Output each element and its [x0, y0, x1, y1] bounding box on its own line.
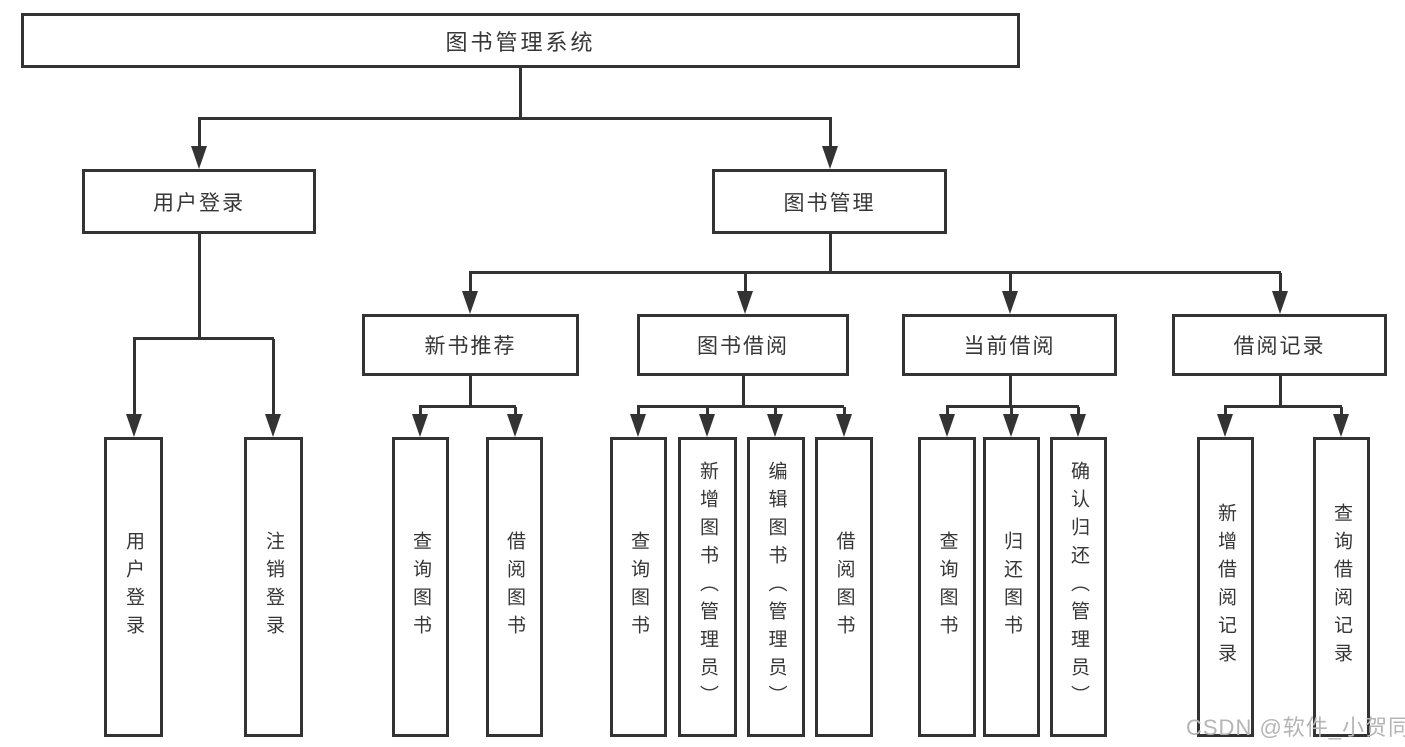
arrow-down-icon	[191, 146, 207, 169]
arrow-down-icon	[737, 291, 753, 314]
node-user-login: 用户登录	[82, 169, 316, 234]
leaf-logout: 注销登录	[244, 437, 303, 737]
connector-line	[637, 407, 640, 416]
connector-line	[744, 273, 747, 293]
arrow-down-icon	[462, 291, 478, 314]
connector-line	[469, 376, 472, 407]
arrow-down-icon	[1070, 414, 1086, 437]
leaf-query-borrow-record: 查询借阅记录	[1313, 437, 1370, 737]
connector-line	[1224, 405, 1342, 408]
arrow-down-icon	[1272, 291, 1288, 314]
connector-line	[419, 405, 516, 408]
arrow-down-icon	[265, 414, 281, 437]
connector-line	[198, 117, 832, 120]
arrow-down-icon	[939, 414, 955, 437]
arrow-down-icon	[1333, 414, 1349, 437]
connector-line	[469, 271, 1281, 274]
leaf-add-book-admin: 新增图书（管理员）	[678, 437, 737, 737]
arrow-down-icon	[126, 414, 142, 437]
node-new-book-recommendation: 新书推荐	[362, 314, 579, 376]
arrow-down-icon	[412, 414, 428, 437]
arrow-down-icon	[507, 414, 523, 437]
arrow-down-icon	[1217, 414, 1233, 437]
connector-line	[198, 234, 201, 340]
connector-line	[829, 234, 832, 274]
connector-line	[133, 339, 136, 415]
connector-line	[706, 407, 709, 416]
connector-line	[637, 405, 844, 408]
arrow-down-icon	[767, 414, 783, 437]
connector-line	[1224, 407, 1227, 416]
connector-line	[514, 407, 517, 416]
connector-line	[843, 407, 846, 416]
arrow-down-icon	[630, 414, 646, 437]
leaf-query-books-borrow: 查询图书	[610, 437, 667, 737]
connector-line	[198, 119, 201, 149]
leaf-borrow-books-recommend: 借阅图书	[486, 437, 543, 737]
node-book-borrowing: 图书借阅	[637, 314, 849, 376]
node-book-management: 图书管理	[712, 169, 947, 234]
leaf-query-books-current: 查询图书	[918, 437, 976, 737]
connector-line	[419, 407, 422, 416]
connector-line	[133, 337, 274, 340]
leaf-query-books-recommend: 查询图书	[392, 437, 449, 737]
arrow-down-icon	[836, 414, 852, 437]
arrow-down-icon	[822, 146, 838, 169]
leaf-borrow-books: 借阅图书	[815, 437, 873, 737]
connector-line	[1009, 273, 1012, 293]
arrow-down-icon	[1003, 414, 1019, 437]
connector-line	[742, 376, 745, 407]
connector-line	[1279, 376, 1282, 407]
connector-line	[519, 68, 522, 118]
leaf-return-books: 归还图书	[983, 437, 1040, 737]
connector-line	[1010, 407, 1013, 416]
arrow-down-icon	[1002, 291, 1018, 314]
connector-line	[774, 407, 777, 416]
leaf-add-borrow-record: 新增借阅记录	[1197, 437, 1254, 737]
connector-line	[1279, 273, 1282, 293]
connector-line	[272, 339, 275, 415]
leaf-confirm-return-admin: 确认归还（管理员）	[1050, 437, 1107, 737]
connector-line	[946, 405, 1079, 408]
node-borrowing-records: 借阅记录	[1172, 314, 1387, 376]
connector-line	[1077, 407, 1080, 416]
leaf-edit-book-admin: 编辑图书（管理员）	[747, 437, 805, 737]
node-library-management-system: 图书管理系统	[21, 13, 1020, 68]
connector-line	[946, 407, 949, 416]
leaf-user-login: 用户登录	[104, 437, 163, 737]
connector-line	[1009, 376, 1012, 407]
connector-line	[1340, 407, 1343, 416]
node-current-borrowing: 当前借阅	[902, 314, 1117, 376]
connector-line	[469, 273, 472, 293]
connector-line	[829, 119, 832, 149]
csdn-watermark: CSDN @软件_小贺同学	[1186, 715, 1405, 740]
arrow-down-icon	[699, 414, 715, 437]
